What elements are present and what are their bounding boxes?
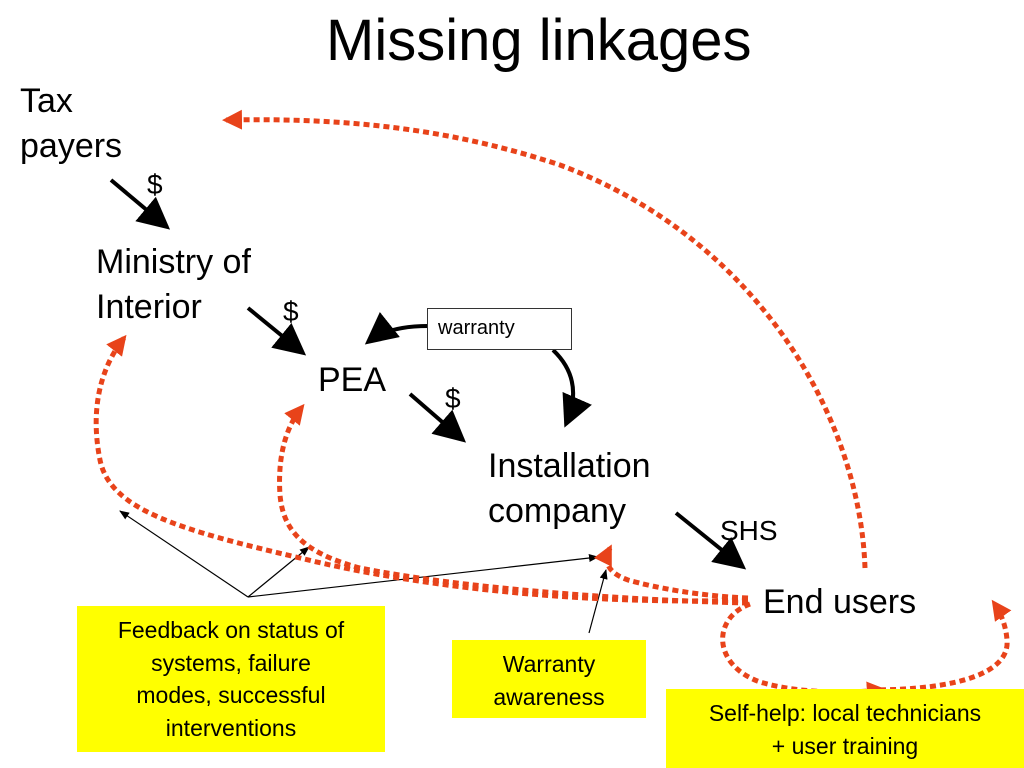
node-pea-label: PEA xyxy=(318,361,387,399)
callout-warranty-awareness: Warranty awareness xyxy=(452,640,646,718)
node-taxpayers-line-1: Tax xyxy=(20,82,73,120)
node-installer: Installation company xyxy=(488,444,651,534)
money-label-1: $ xyxy=(147,169,163,200)
node-taxpayers: Tax payers xyxy=(20,79,122,169)
node-installer-line-1: Installation xyxy=(488,447,651,485)
dotted-link-selfhelp-loop xyxy=(720,601,887,702)
flow-arrow-installer-endusers xyxy=(674,511,747,570)
flow-arrow-pea-installer xyxy=(408,392,467,443)
callout-self-help-line-1: Self-help: local technicians xyxy=(708,700,982,726)
node-taxpayers-line-2: payers xyxy=(20,126,123,165)
callout-warranty-awareness-line-2: awareness xyxy=(493,683,605,710)
dotted-link-endusers-pea xyxy=(277,403,749,606)
warranty-label: warranty xyxy=(438,317,515,339)
warranty-awareness-pointer xyxy=(588,569,608,634)
node-ministry-line-1: Ministry of xyxy=(96,243,251,281)
slide-title: Missing linkages xyxy=(326,8,752,73)
callout-self-help: Self-help: local technicians + user trai… xyxy=(666,689,1024,768)
flow-arrow-ministry-pea xyxy=(246,306,307,356)
callout-feedback: Feedback on status of systems, failure m… xyxy=(77,606,385,752)
node-pea: PEA xyxy=(318,358,386,403)
node-ministry-line-2: Interior xyxy=(96,287,202,326)
node-installer-line-2: company xyxy=(488,491,626,530)
warranty-arrow-to-pea xyxy=(364,312,429,345)
money-label-2: $ xyxy=(283,296,299,327)
feedback-pointer-installer xyxy=(247,554,599,598)
callout-self-help-line-2: + user training xyxy=(771,732,919,759)
callout-feedback-line-2: systems, failure xyxy=(151,649,311,676)
callout-feedback-line-3: modes, successful xyxy=(136,682,326,709)
warranty-arrow-to-installer xyxy=(551,348,592,428)
node-end-users-label: End users xyxy=(763,583,917,621)
callout-warranty-awareness-line-1: Warranty xyxy=(502,651,596,677)
node-ministry: Ministry of Interior xyxy=(96,240,251,330)
callout-feedback-line-1: Feedback on status of xyxy=(117,617,345,643)
dotted-link-endusers-taxpayers xyxy=(222,109,868,569)
flow-arrow-taxpayers-ministry xyxy=(109,178,171,230)
dotted-link-endusers-installer xyxy=(593,544,749,601)
dotted-link-endusers-ministry xyxy=(93,334,749,604)
callout-feedback-line-4: interventions xyxy=(165,714,297,741)
warranty-box: warranty xyxy=(427,308,572,350)
money-label-3: $ xyxy=(445,383,461,414)
node-end-users: End users xyxy=(763,580,916,625)
feedback-pointer-ministry xyxy=(119,510,249,598)
shs-label: SHS xyxy=(720,515,778,546)
dotted-link-selfhelp-to-endusers xyxy=(869,599,1012,693)
